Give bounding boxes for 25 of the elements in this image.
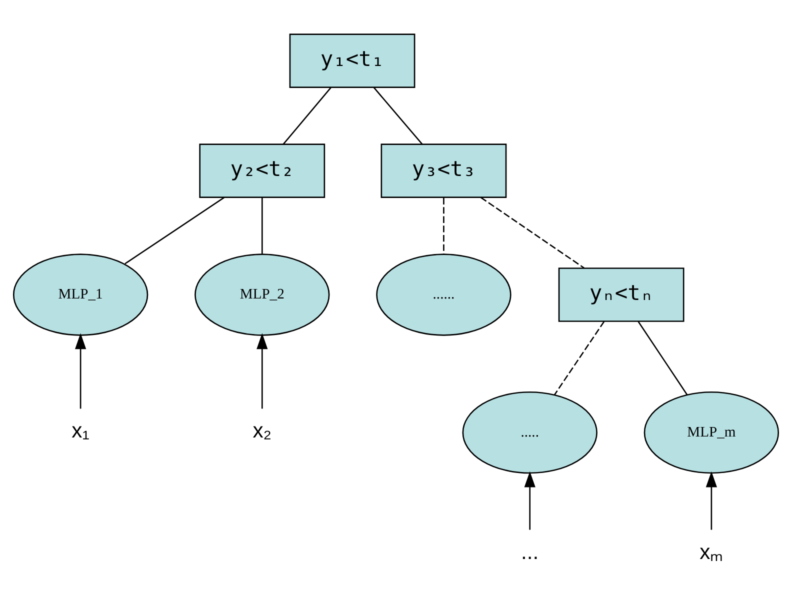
- connector: [554, 321, 605, 396]
- node-ellipse: .....: [462, 391, 598, 474]
- connector: [373, 87, 423, 145]
- connector: [261, 198, 263, 254]
- connector: [124, 197, 224, 264]
- node-text: xₘ: [700, 540, 724, 564]
- arrow: [524, 471, 536, 530]
- node-box: yₙ<tₙ: [558, 268, 684, 322]
- connector: [638, 321, 688, 396]
- arrow: [706, 471, 717, 530]
- node-text: x₂: [252, 420, 272, 443]
- node-ellipse: MLP_2: [194, 254, 330, 336]
- node-box: y₃<t₃: [380, 144, 507, 198]
- node-text: x₁: [72, 420, 90, 443]
- node-ellipse: MLP_1: [12, 254, 148, 336]
- node-text: ...: [521, 540, 539, 564]
- arrow: [256, 333, 268, 409]
- node-box: y₂<t₂: [199, 144, 326, 198]
- connector: [282, 87, 332, 145]
- connector: [443, 198, 444, 254]
- node-box: y₁<t₁: [289, 34, 416, 88]
- node-ellipse: MLP_m: [644, 391, 780, 474]
- arrow: [75, 333, 86, 409]
- node-ellipse: ......: [376, 254, 512, 336]
- connector: [480, 197, 584, 269]
